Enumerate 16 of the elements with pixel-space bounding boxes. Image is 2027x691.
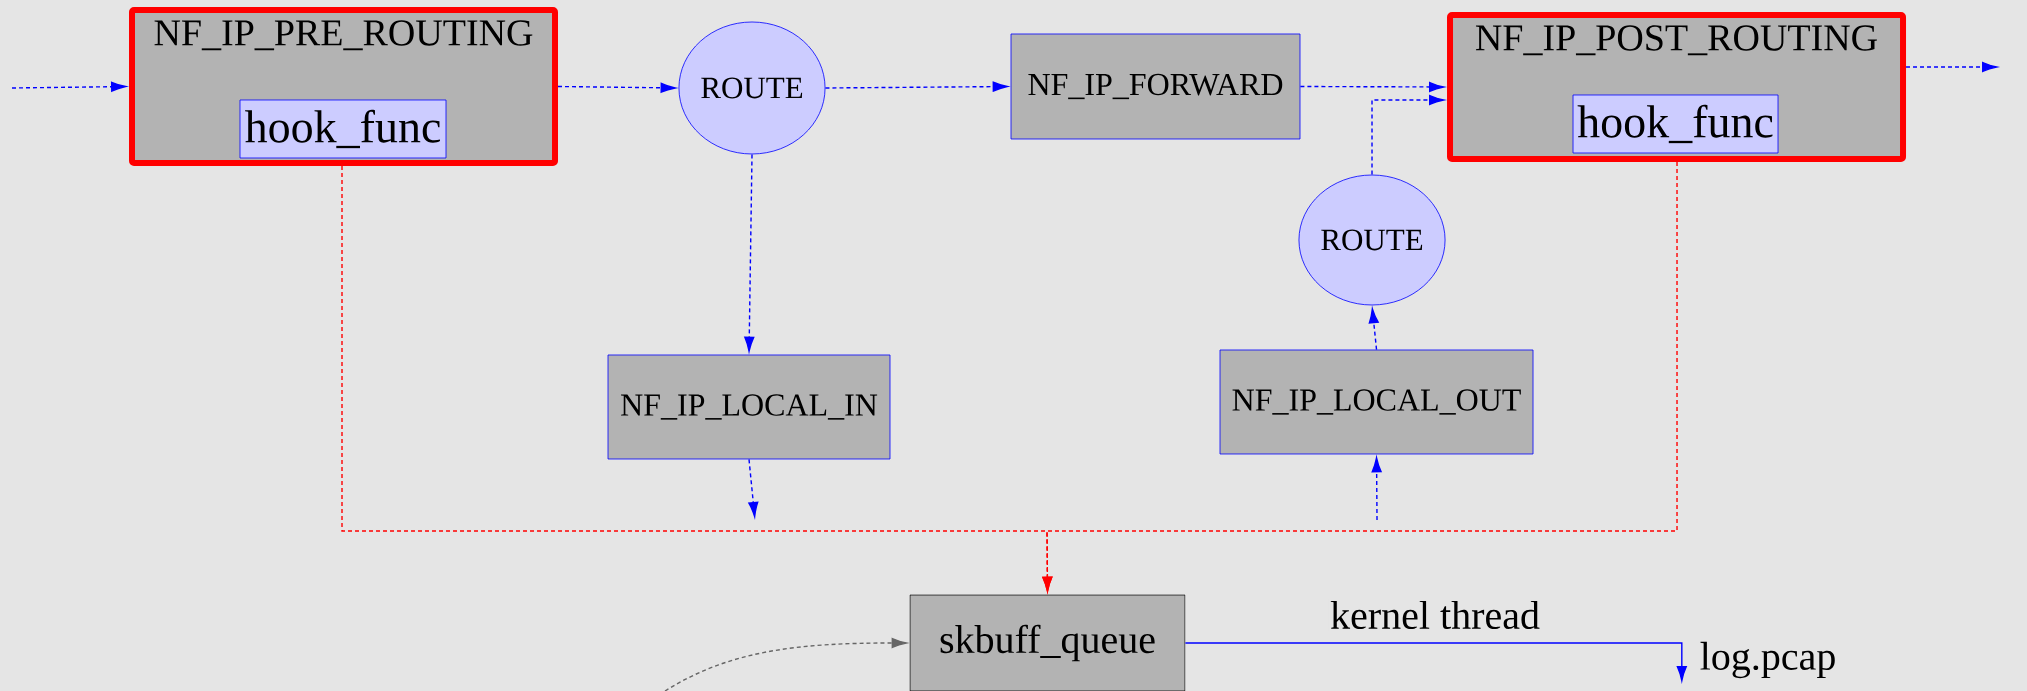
edge-label: kernel thread [1330,600,1540,630]
hook-function-box: hook_func [239,99,447,159]
process-box: NF_IP_LOCAL_IN [607,354,891,460]
hook-function-box: hook_func [1572,94,1779,154]
arrow [664,637,907,691]
arrow [11,81,127,92]
arrow [1299,81,1445,93]
process-box: NF_IP_FORWARD [1010,33,1301,140]
process-box: skbuff_queue [909,594,1186,691]
arrow [557,82,676,93]
arrow [1184,642,1687,682]
file-label: log.pcap [1700,641,1835,679]
arrow [744,153,755,352]
arrow [1905,61,1998,73]
arrow [1371,94,1445,176]
arrow [748,458,759,518]
